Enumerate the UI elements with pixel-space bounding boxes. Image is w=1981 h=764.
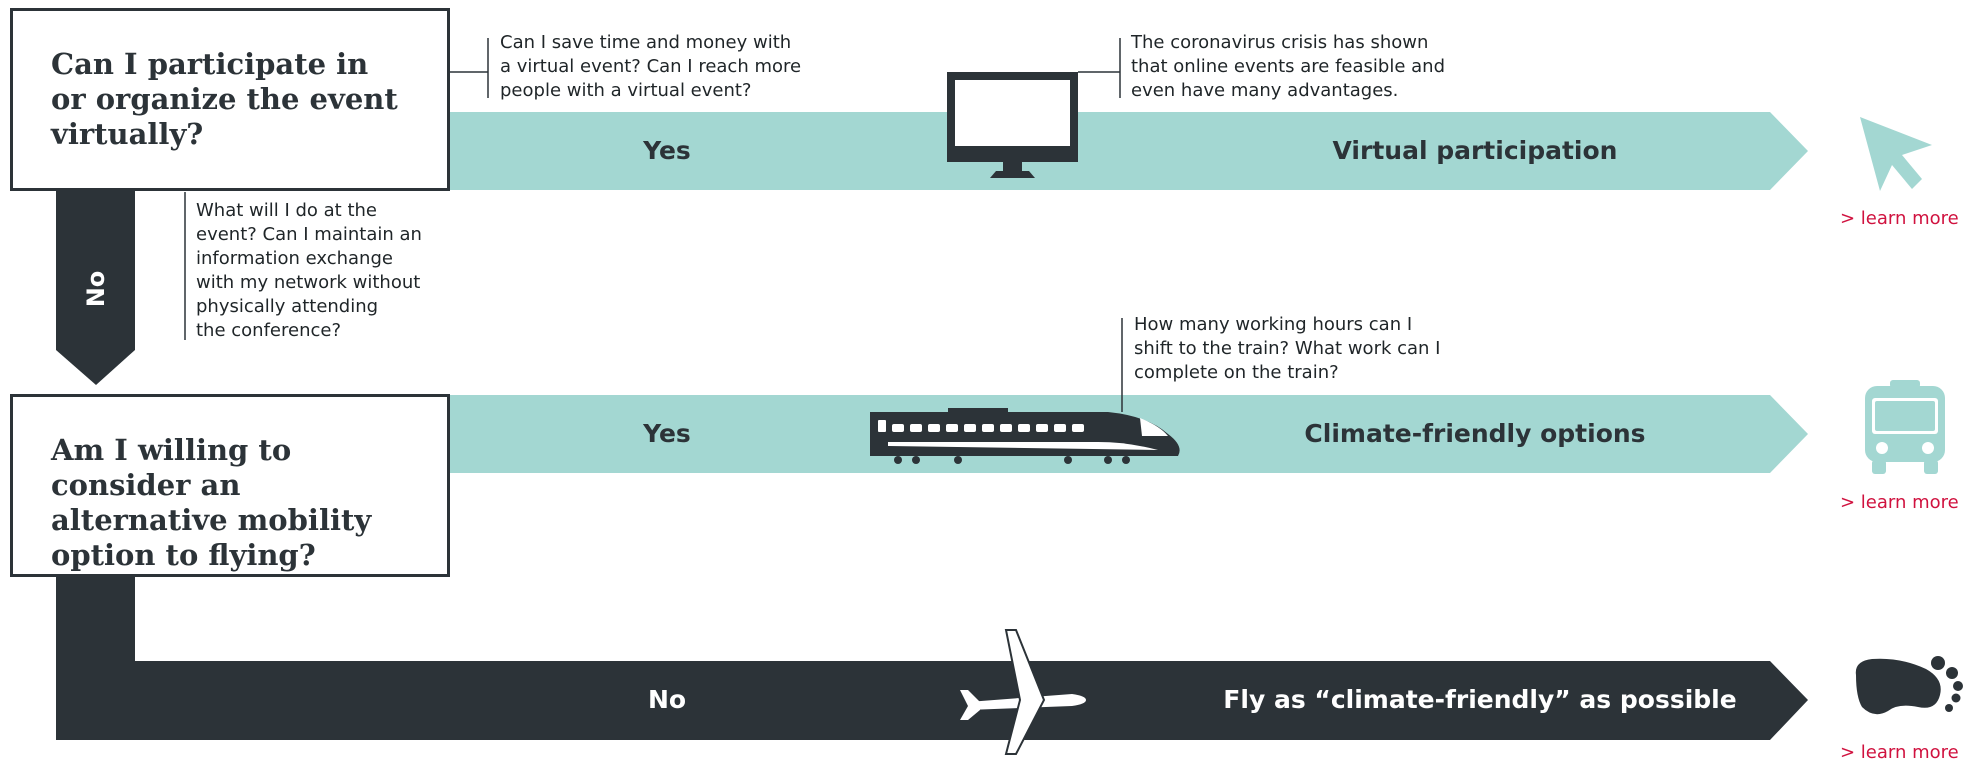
row2-note: How many working hours can I shift to th… bbox=[1134, 314, 1441, 383]
question-virtual-text: Can I participate in or organize the eve… bbox=[51, 47, 398, 151]
question-virtual: Can I participate in or organize the eve… bbox=[10, 8, 450, 191]
footprint-icon bbox=[1855, 656, 1963, 715]
bus-icon bbox=[1865, 380, 1945, 474]
row2-yes-label: Yes bbox=[643, 419, 691, 448]
no1-label: No bbox=[82, 270, 110, 308]
row3-no-label: No bbox=[647, 685, 687, 714]
row2-learn-more-link[interactable]: > learn more bbox=[1840, 492, 1959, 513]
train-icon bbox=[870, 408, 1180, 464]
row1-result-label: Virtual participation bbox=[1332, 136, 1618, 165]
row1-note-right: The coronavirus crisis has shown that on… bbox=[1131, 32, 1446, 101]
row1-arrow bbox=[445, 112, 1808, 190]
row1-learn-more-link[interactable]: > learn more bbox=[1840, 208, 1959, 229]
question-mobility-text: Am I willing to consider an alternative … bbox=[51, 433, 372, 572]
no1-note: What will I do at the event? Can I maint… bbox=[196, 200, 422, 341]
row3-result-label: Fly as “climate-friendly” as possible bbox=[1223, 685, 1737, 714]
question-mobility: Am I willing to consider an alternative … bbox=[10, 394, 450, 577]
computer-monitor-icon bbox=[947, 72, 1078, 178]
row1-yes-label: Yes bbox=[643, 136, 691, 165]
row3-arrow bbox=[56, 570, 1808, 740]
airplane-icon bbox=[960, 629, 1086, 755]
row2-result-label: Climate-friendly options bbox=[1304, 419, 1646, 448]
row3-learn-more-link[interactable]: > learn more bbox=[1840, 742, 1959, 763]
mouse-cursor-icon bbox=[1860, 117, 1932, 191]
no1-arrow bbox=[56, 188, 135, 385]
row1-note-left: Can I save time and money with a virtual… bbox=[500, 32, 802, 101]
